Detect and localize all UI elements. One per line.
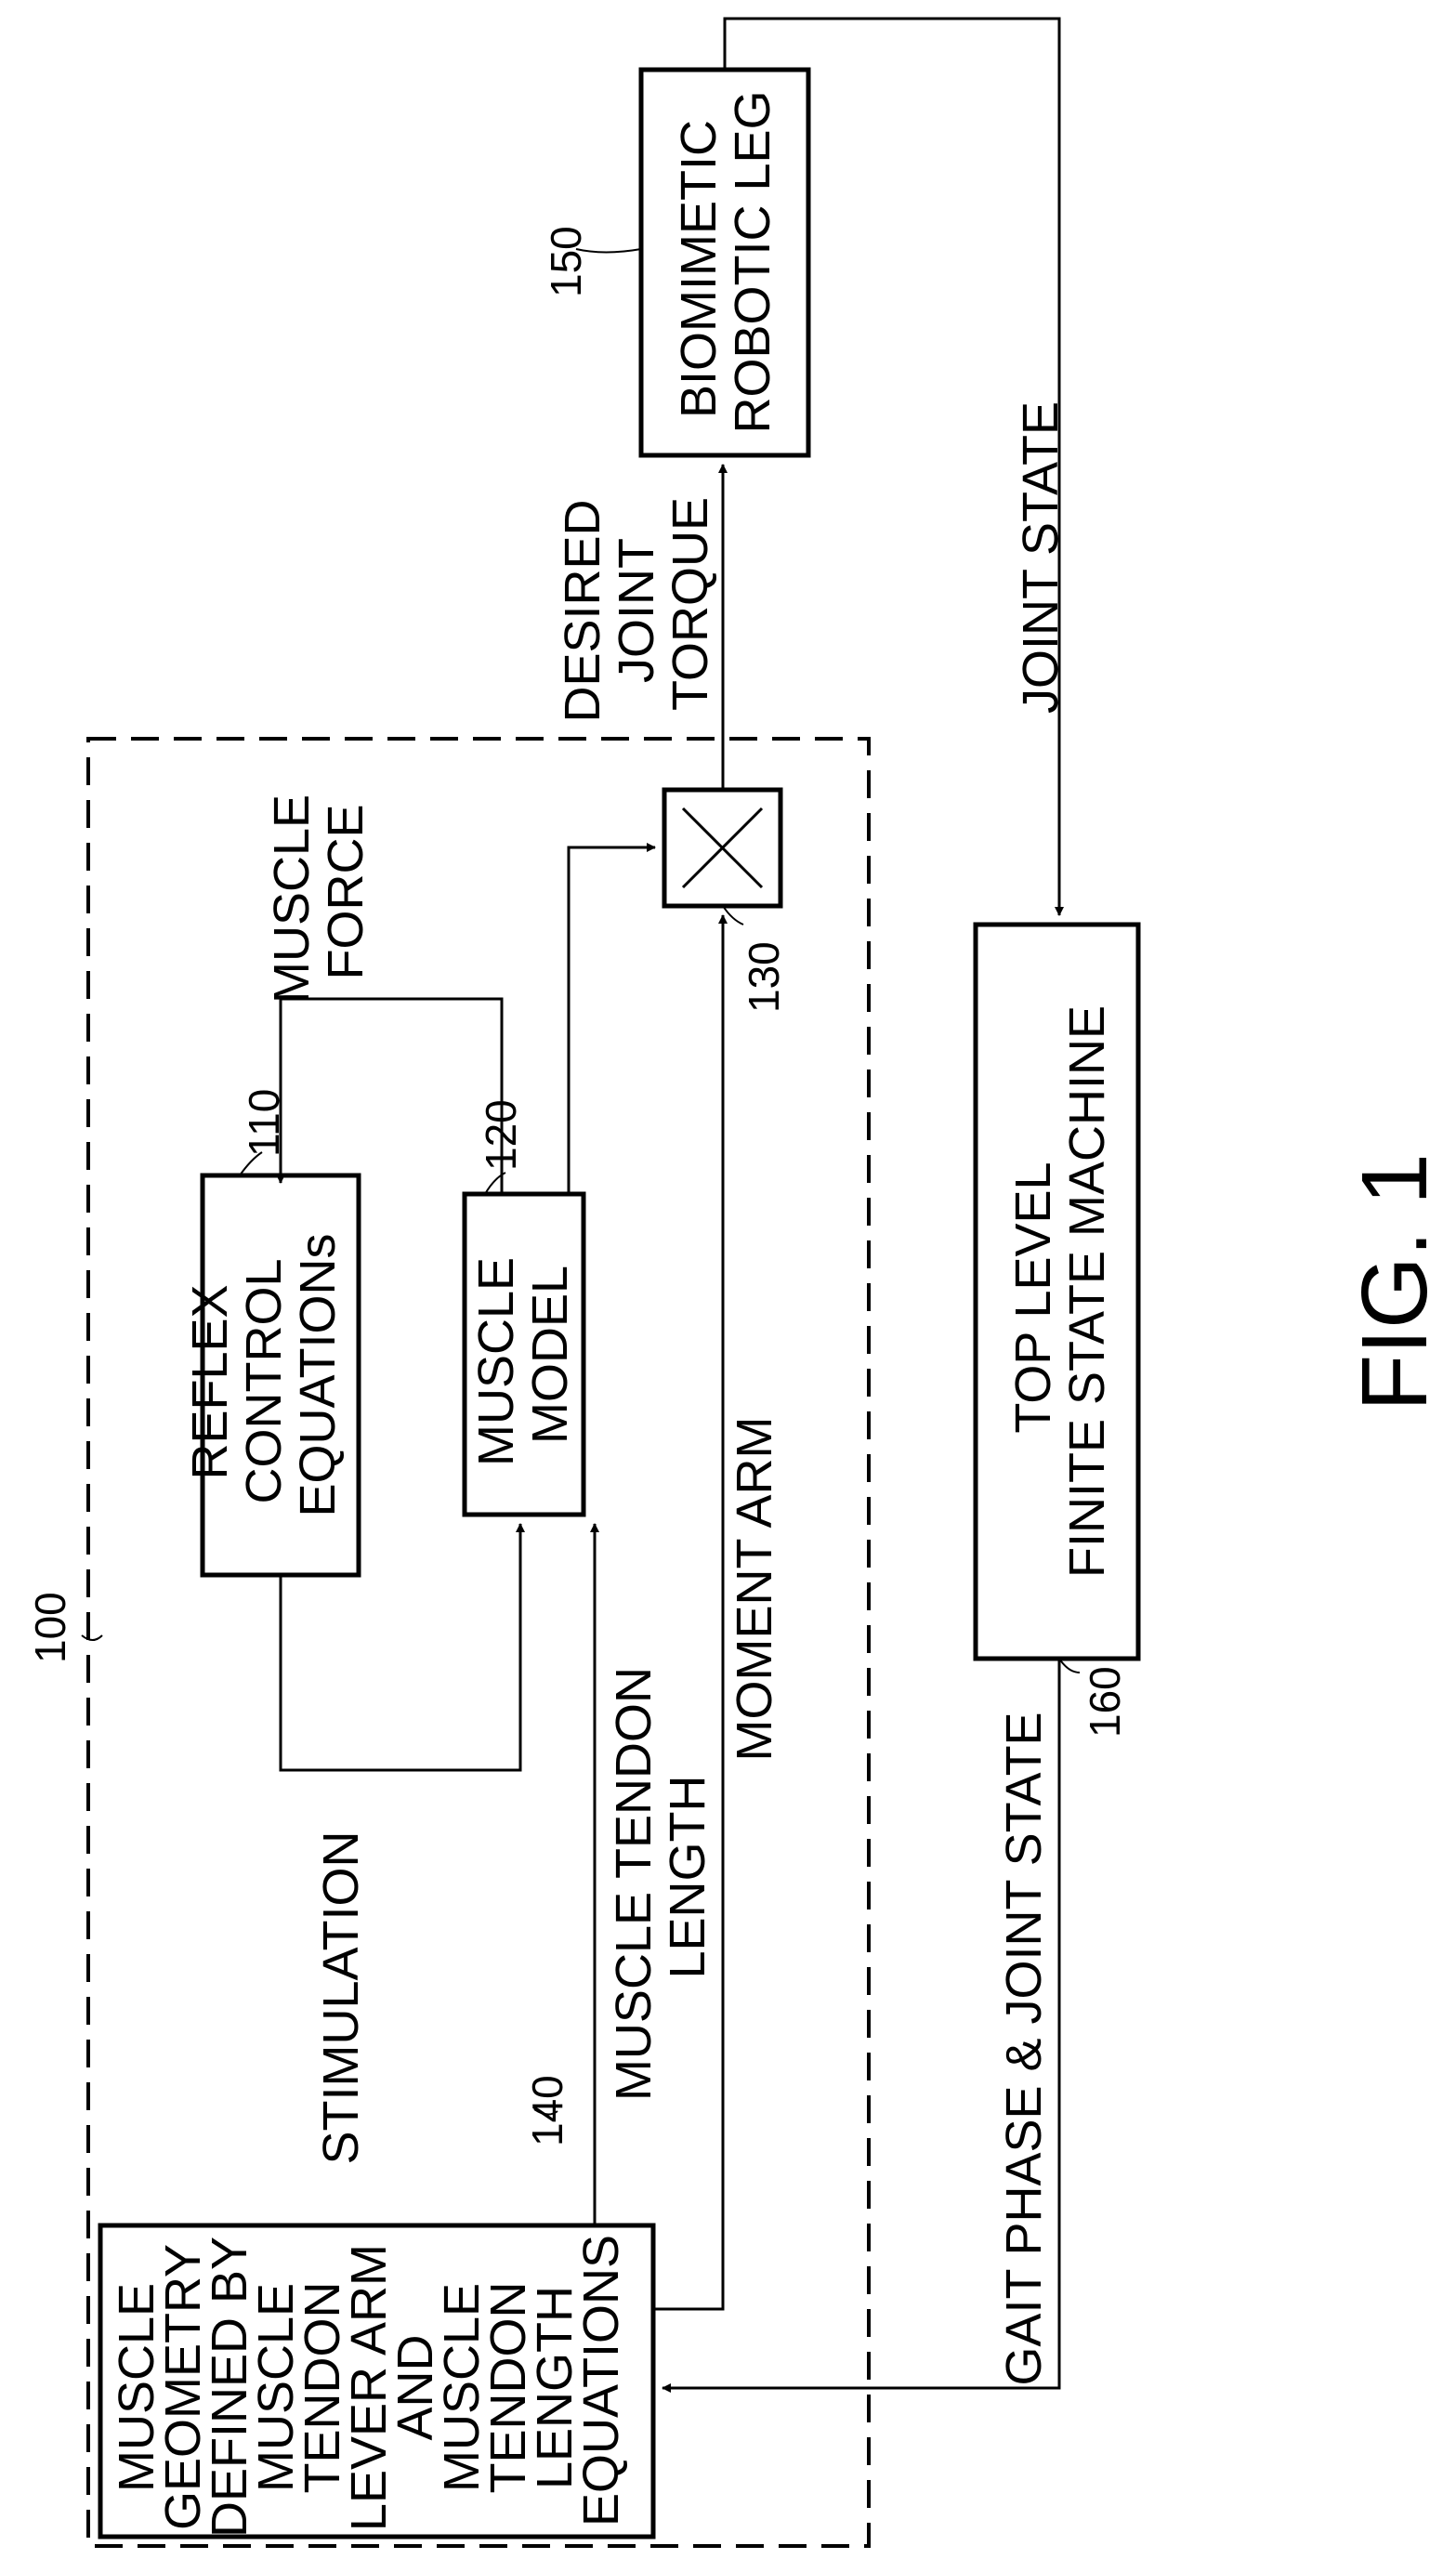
- muscle-model-text: MUSCLE MODEL: [468, 1243, 578, 1466]
- controller-ref-label: 100: [26, 1592, 74, 1663]
- muscle-tendon-length-label: MUSCLE TENDON LENGTH: [606, 1653, 715, 2101]
- robotic-leg-text: BIOMIMETIC ROBOTIC LEG: [671, 90, 780, 433]
- robotic-leg-ref-label: 150: [542, 226, 590, 297]
- model-to-multiplier-arrow: [569, 847, 655, 1194]
- muscle-force-label: MUSCLE FORCE: [264, 781, 374, 1004]
- muscle-geometry-ref-label: 140: [523, 2075, 571, 2146]
- muscle-force-arrow: [281, 999, 502, 1194]
- controller-ref-leader: [82, 1635, 102, 1640]
- gait-phase-label: GAIT PHASE & JOINT STATE: [996, 1712, 1052, 2385]
- joint-state-label: JOINT STATE: [1013, 401, 1069, 714]
- desired-torque-label: DESIRED JOINT TORQUE: [555, 485, 718, 722]
- stimulation-label: STIMULATION: [313, 1831, 369, 2164]
- moment-arm-label: MOMENT ARM: [727, 1416, 782, 1761]
- figure-label: FIG. 1: [1343, 1153, 1447, 1411]
- reflex-control-text: REFLEX CONTROL EQUATIONs: [182, 1233, 346, 1516]
- moment-arm-arrow: [653, 915, 723, 2309]
- multiplier-ref-leader: [723, 906, 743, 925]
- multiplier-ref-label: 130: [740, 941, 788, 1013]
- fsm-ref-label: 160: [1081, 1666, 1129, 1738]
